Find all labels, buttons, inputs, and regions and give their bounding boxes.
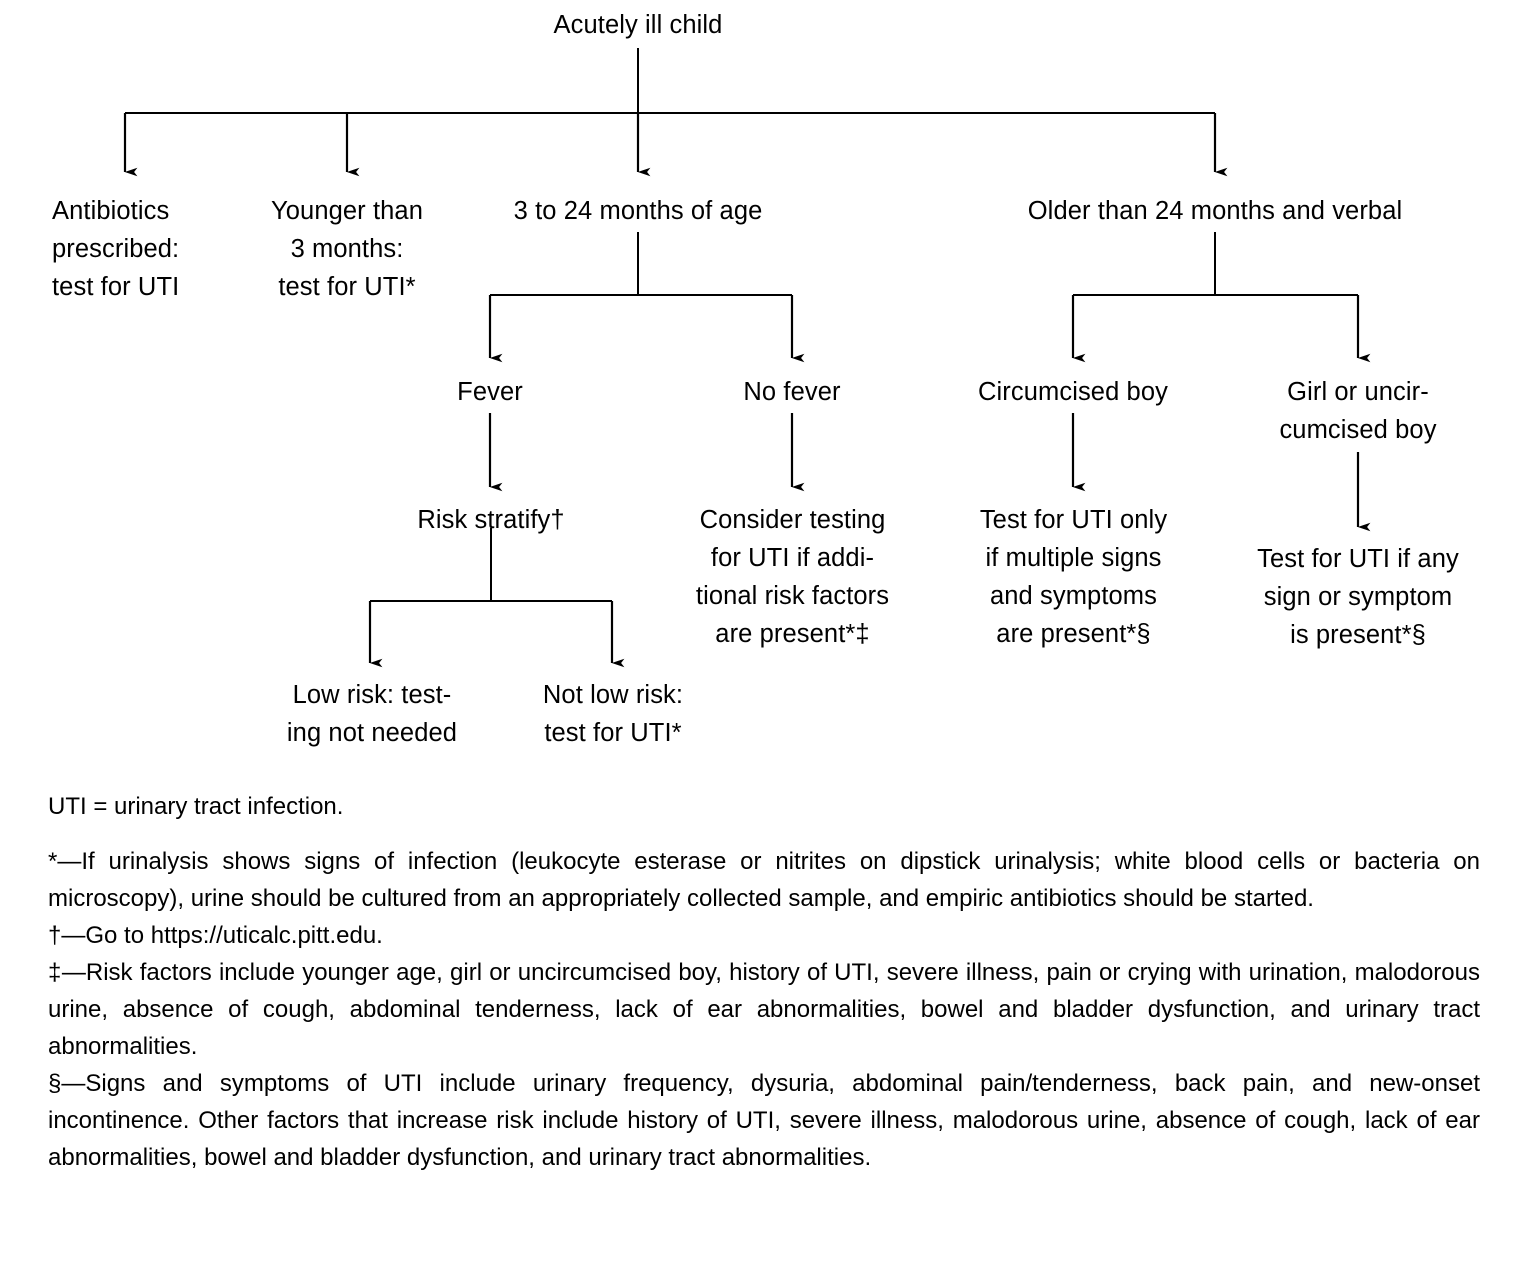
- node-younger-than-3-months: Younger than 3 months: test for UTI*: [271, 197, 423, 301]
- node-risk-stratify: Risk stratify†: [417, 506, 565, 534]
- footnote-dagger: †—Go to https://uticalc.pitt.edu.: [48, 922, 383, 949]
- footnotes-block: UTI = urinary tract infection. *—If urin…: [48, 788, 1480, 1176]
- node-circumcised-boy: Circumcised boy: [978, 378, 1168, 406]
- footnote-asterisk: *—If urinalysis shows signs of infection…: [48, 848, 1480, 912]
- node-low-risk: Low risk: test- ing not needed: [286, 681, 458, 747]
- flowchart-connectors: [123, 48, 1371, 668]
- node-no-fever: No fever: [743, 378, 841, 406]
- flowchart: Acutely ill child Antibiotics prescribed…: [52, 11, 1459, 747]
- node-not-low-risk: Not low risk: test for UTI*: [542, 681, 684, 747]
- node-fever: Fever: [457, 378, 523, 406]
- node-consider-testing: Consider testing for UTI if addi- tional…: [695, 506, 890, 648]
- footnote-double-dagger: ‡—Risk factors include younger age, girl…: [48, 959, 1480, 1060]
- node-test-only-multiple-signs: Test for UTI only if multiple signs and …: [979, 506, 1168, 648]
- node-older-than-24-months: Older than 24 months and verbal: [1027, 197, 1403, 225]
- footnote-abbreviation: UTI = urinary tract infection.: [48, 793, 344, 820]
- node-root: Acutely ill child: [553, 11, 723, 39]
- node-3-to-24-months: 3 to 24 months of age: [513, 197, 763, 225]
- node-antibiotics-prescribed: Antibiotics prescribed: test for UTI: [52, 197, 180, 301]
- node-test-if-any-sign: Test for UTI if any sign or symptom is p…: [1257, 545, 1459, 649]
- node-girl-or-uncircumcised-boy: Girl or uncir- cumcised boy: [1279, 378, 1437, 444]
- footnote-section: §—Signs and symptoms of UTI include urin…: [48, 1070, 1480, 1171]
